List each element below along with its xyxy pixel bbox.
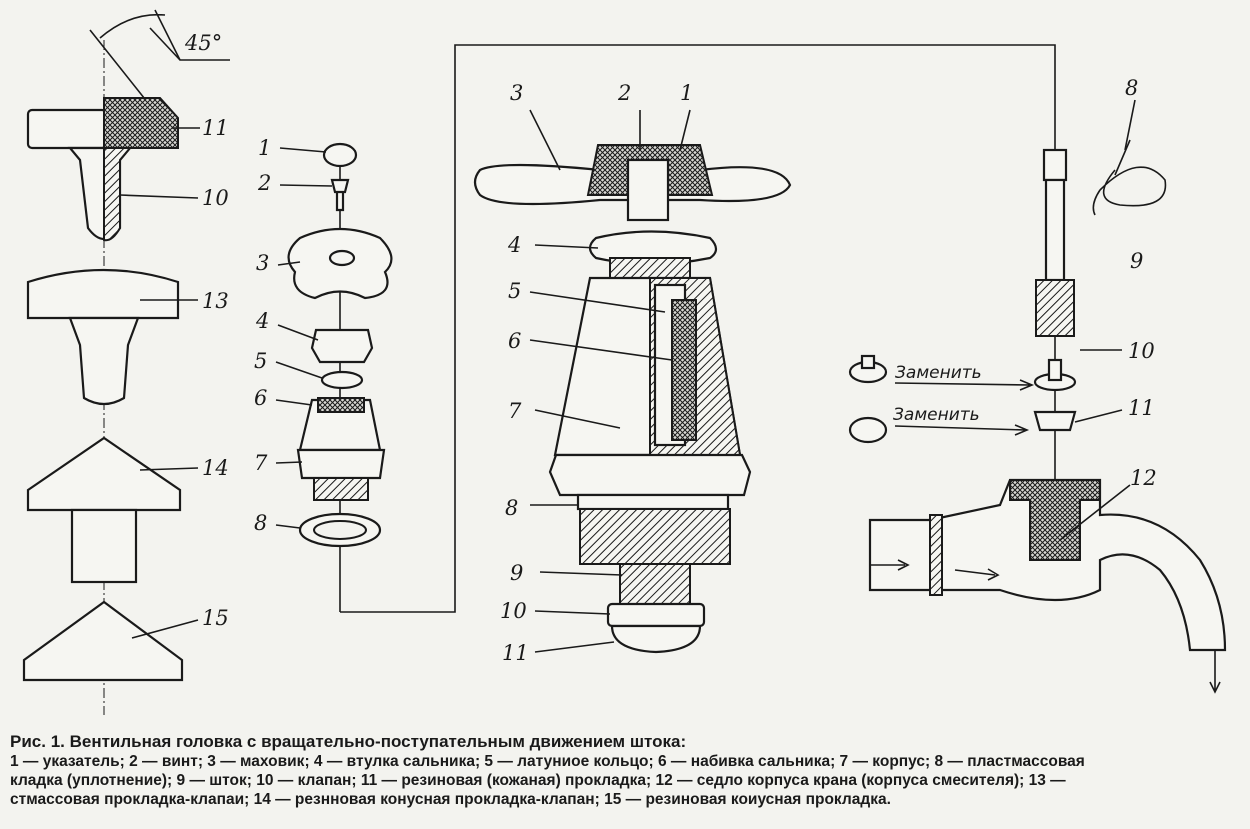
right-label-10: 10	[1128, 339, 1155, 363]
center-gasket	[576, 493, 730, 511]
part-7-hex	[296, 448, 386, 480]
figure-caption: Рис. 1. Вентильная головка с вращательно…	[10, 732, 1245, 809]
right-label-9: 9	[1130, 249, 1143, 273]
faucet-inlet-thread	[929, 514, 943, 596]
faucet-assembly: Заменить Заменить 8 9 10 11 12	[848, 76, 1227, 694]
center-label-8: 8	[505, 496, 518, 520]
flow-arrows	[870, 559, 1221, 694]
center-label-9: 9	[510, 561, 523, 585]
faucet-body	[868, 478, 1227, 652]
part-2-screw	[330, 178, 350, 212]
replace-label-2: Заменить	[893, 405, 980, 425]
center-leader-lines	[529, 109, 691, 653]
replace-arrows	[894, 379, 1035, 436]
center-screw	[626, 158, 670, 222]
label-13: 13	[202, 289, 229, 313]
label-10: 10	[202, 186, 229, 210]
center-label-4: 4	[507, 233, 521, 257]
center-hex	[548, 453, 752, 497]
label-5: 5	[254, 349, 267, 373]
part-14-cone	[26, 436, 182, 512]
center-label-2: 2	[617, 81, 631, 105]
center-thread	[579, 508, 731, 565]
part-4-bushing	[310, 328, 374, 364]
center-seal	[610, 624, 702, 654]
caption-line: кладка (уплотнение); 9 — шток; 10 — клап…	[10, 772, 1066, 789]
center-packing	[671, 299, 697, 441]
center-label-11: 11	[502, 641, 529, 665]
right-seal	[1033, 410, 1077, 432]
center-stem-thread	[619, 563, 691, 605]
part-7-thread	[313, 477, 369, 501]
center-label-1: 1	[680, 81, 693, 105]
left-leader-lines	[119, 127, 200, 639]
label-4: 4	[255, 309, 269, 333]
label-2: 2	[257, 171, 271, 195]
right-label-8: 8	[1125, 76, 1138, 100]
replace-valve-stem-icon	[860, 354, 876, 370]
faucet-seat-section	[1009, 479, 1101, 561]
right-label-11: 11	[1128, 396, 1155, 420]
right-part-8-packing-cord	[1092, 139, 1167, 216]
right-stem	[1044, 178, 1066, 282]
caption-title: Рис. 1. Вентильная головка с вращательно…	[10, 732, 687, 751]
center-bushing	[588, 230, 718, 266]
center-label-7: 7	[508, 399, 522, 423]
part-3-hole	[328, 249, 356, 267]
part-1-pointer	[322, 142, 358, 168]
center-label-10: 10	[500, 599, 527, 623]
label-1: 1	[258, 136, 271, 160]
part-13-stem	[68, 316, 140, 406]
center-bushing-thread	[609, 257, 691, 279]
label-8: 8	[254, 511, 267, 535]
right-stem-head	[1042, 148, 1068, 182]
right-leader-lines	[1059, 99, 1136, 541]
label-15: 15	[202, 606, 229, 630]
caption-line: стмассовая прокладка-клапаи; 14 — резнно…	[10, 791, 891, 808]
center-label-3: 3	[510, 81, 523, 105]
label-14: 14	[202, 456, 229, 480]
center-label-6: 6	[508, 329, 521, 353]
replace-label-1: Заменить	[895, 363, 982, 383]
part-15-cone	[22, 600, 184, 682]
right-label-12: 12	[1130, 466, 1157, 490]
angle-label: 45°	[184, 31, 222, 55]
right-valve-stem	[1047, 358, 1063, 382]
angle-leader	[149, 27, 230, 61]
part-10-section	[103, 147, 133, 242]
part-6-packing	[317, 397, 365, 413]
exploded-parts-column: 1 2 3 4 5 6 7 8	[254, 44, 1056, 613]
label-11: 11	[202, 116, 229, 140]
label-6: 6	[254, 386, 267, 410]
valve-head-diagram: 45° 11 10 13 14 15 1	[22, 9, 1227, 715]
part-11-gasket	[103, 97, 179, 149]
part-13-head	[26, 268, 180, 320]
connector-line	[340, 44, 1056, 613]
caption-line: 1 — указатель; 2 — винт; 3 — маховик; 4 …	[10, 753, 1085, 770]
right-stem-thread	[1035, 279, 1075, 337]
part-11-cap	[26, 108, 108, 150]
replace-seal-icon	[848, 416, 888, 444]
left-column-parts: 45° 11 10 13 14 15	[22, 9, 230, 715]
part-14-stem	[70, 508, 138, 584]
label-7: 7	[254, 451, 268, 475]
part-8-hole	[313, 520, 367, 540]
label-3: 3	[256, 251, 269, 275]
middle-leader-lines	[275, 147, 333, 529]
center-label-5: 5	[508, 279, 521, 303]
center-valve	[606, 602, 706, 628]
assembled-valve-section: 3 2 1 4 5 6 7 8 9 10 11	[473, 81, 792, 665]
part-5-ring	[320, 370, 364, 390]
